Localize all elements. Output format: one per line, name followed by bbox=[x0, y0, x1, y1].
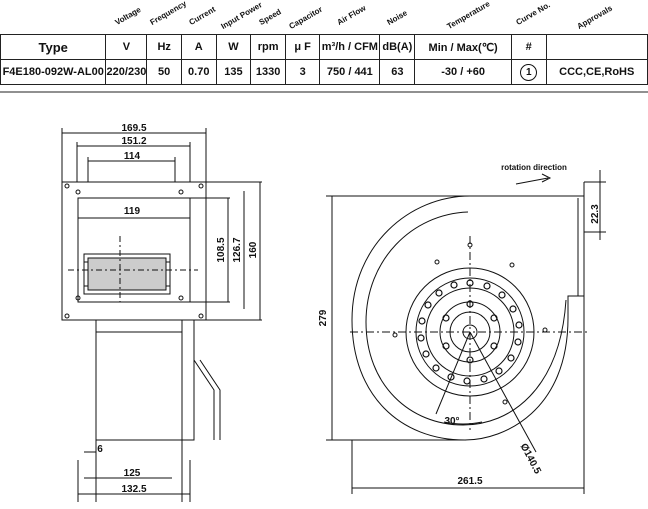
dim-160: 160 bbox=[248, 241, 259, 258]
housing-mount-holes bbox=[392, 242, 548, 405]
noise-value: 63 bbox=[379, 59, 416, 85]
unit-curve: # bbox=[510, 34, 547, 60]
curve-number: 1 bbox=[510, 59, 547, 85]
model-number: F4E180-092W-AL00 bbox=[0, 59, 107, 85]
dim-108-5: 108.5 bbox=[216, 237, 227, 262]
side-view bbox=[326, 170, 606, 494]
dim-132-5: 132.5 bbox=[121, 484, 146, 495]
power-value: 135 bbox=[215, 59, 252, 85]
dim-6: 6 bbox=[97, 444, 103, 455]
air-flow-value: 750 / 441 bbox=[319, 59, 381, 85]
capacitor-value: 3 bbox=[284, 59, 321, 85]
spec-table: Type V Hz A W rpm μ F m³/h / CFM dB(A) M… bbox=[0, 34, 648, 85]
dim-126-7: 126.7 bbox=[232, 237, 243, 262]
dim-279: 279 bbox=[318, 309, 329, 326]
dim-169-5: 169.5 bbox=[121, 123, 146, 134]
unit-voltage: V bbox=[105, 34, 148, 60]
dim-125: 125 bbox=[124, 468, 141, 479]
current-value: 0.70 bbox=[180, 59, 217, 85]
rotation-direction-label: rotation direction bbox=[501, 163, 567, 172]
unit-approvals bbox=[545, 34, 648, 60]
dim-119: 119 bbox=[124, 206, 141, 217]
type-heading: Type bbox=[0, 34, 107, 60]
impeller-blade-ring bbox=[417, 279, 523, 385]
unit-capacitor: μ F bbox=[284, 34, 321, 60]
dim-261-5: 261.5 bbox=[457, 476, 482, 487]
voltage-value: 220/230 bbox=[105, 59, 148, 85]
unit-speed: rpm bbox=[250, 34, 286, 60]
data-row: F4E180-092W-AL00 220/230 50 0.70 135 133… bbox=[0, 59, 648, 85]
unit-temperature: Min / Max(℃) bbox=[414, 34, 512, 60]
approvals-value: CCC,CE,RoHS bbox=[545, 59, 648, 85]
front-view bbox=[61, 128, 262, 502]
dim-151-2: 151.2 bbox=[121, 136, 146, 147]
bolt-circle-diameter: Ø140.5 bbox=[518, 442, 543, 477]
dim-22-3: 22.3 bbox=[590, 204, 601, 224]
temperature-value: -30 / +60 bbox=[414, 59, 512, 85]
curve-number-circle: 1 bbox=[520, 63, 538, 81]
angle-30: 30° bbox=[444, 416, 459, 427]
frequency-value: 50 bbox=[146, 59, 182, 85]
dim-114: 114 bbox=[124, 151, 141, 162]
